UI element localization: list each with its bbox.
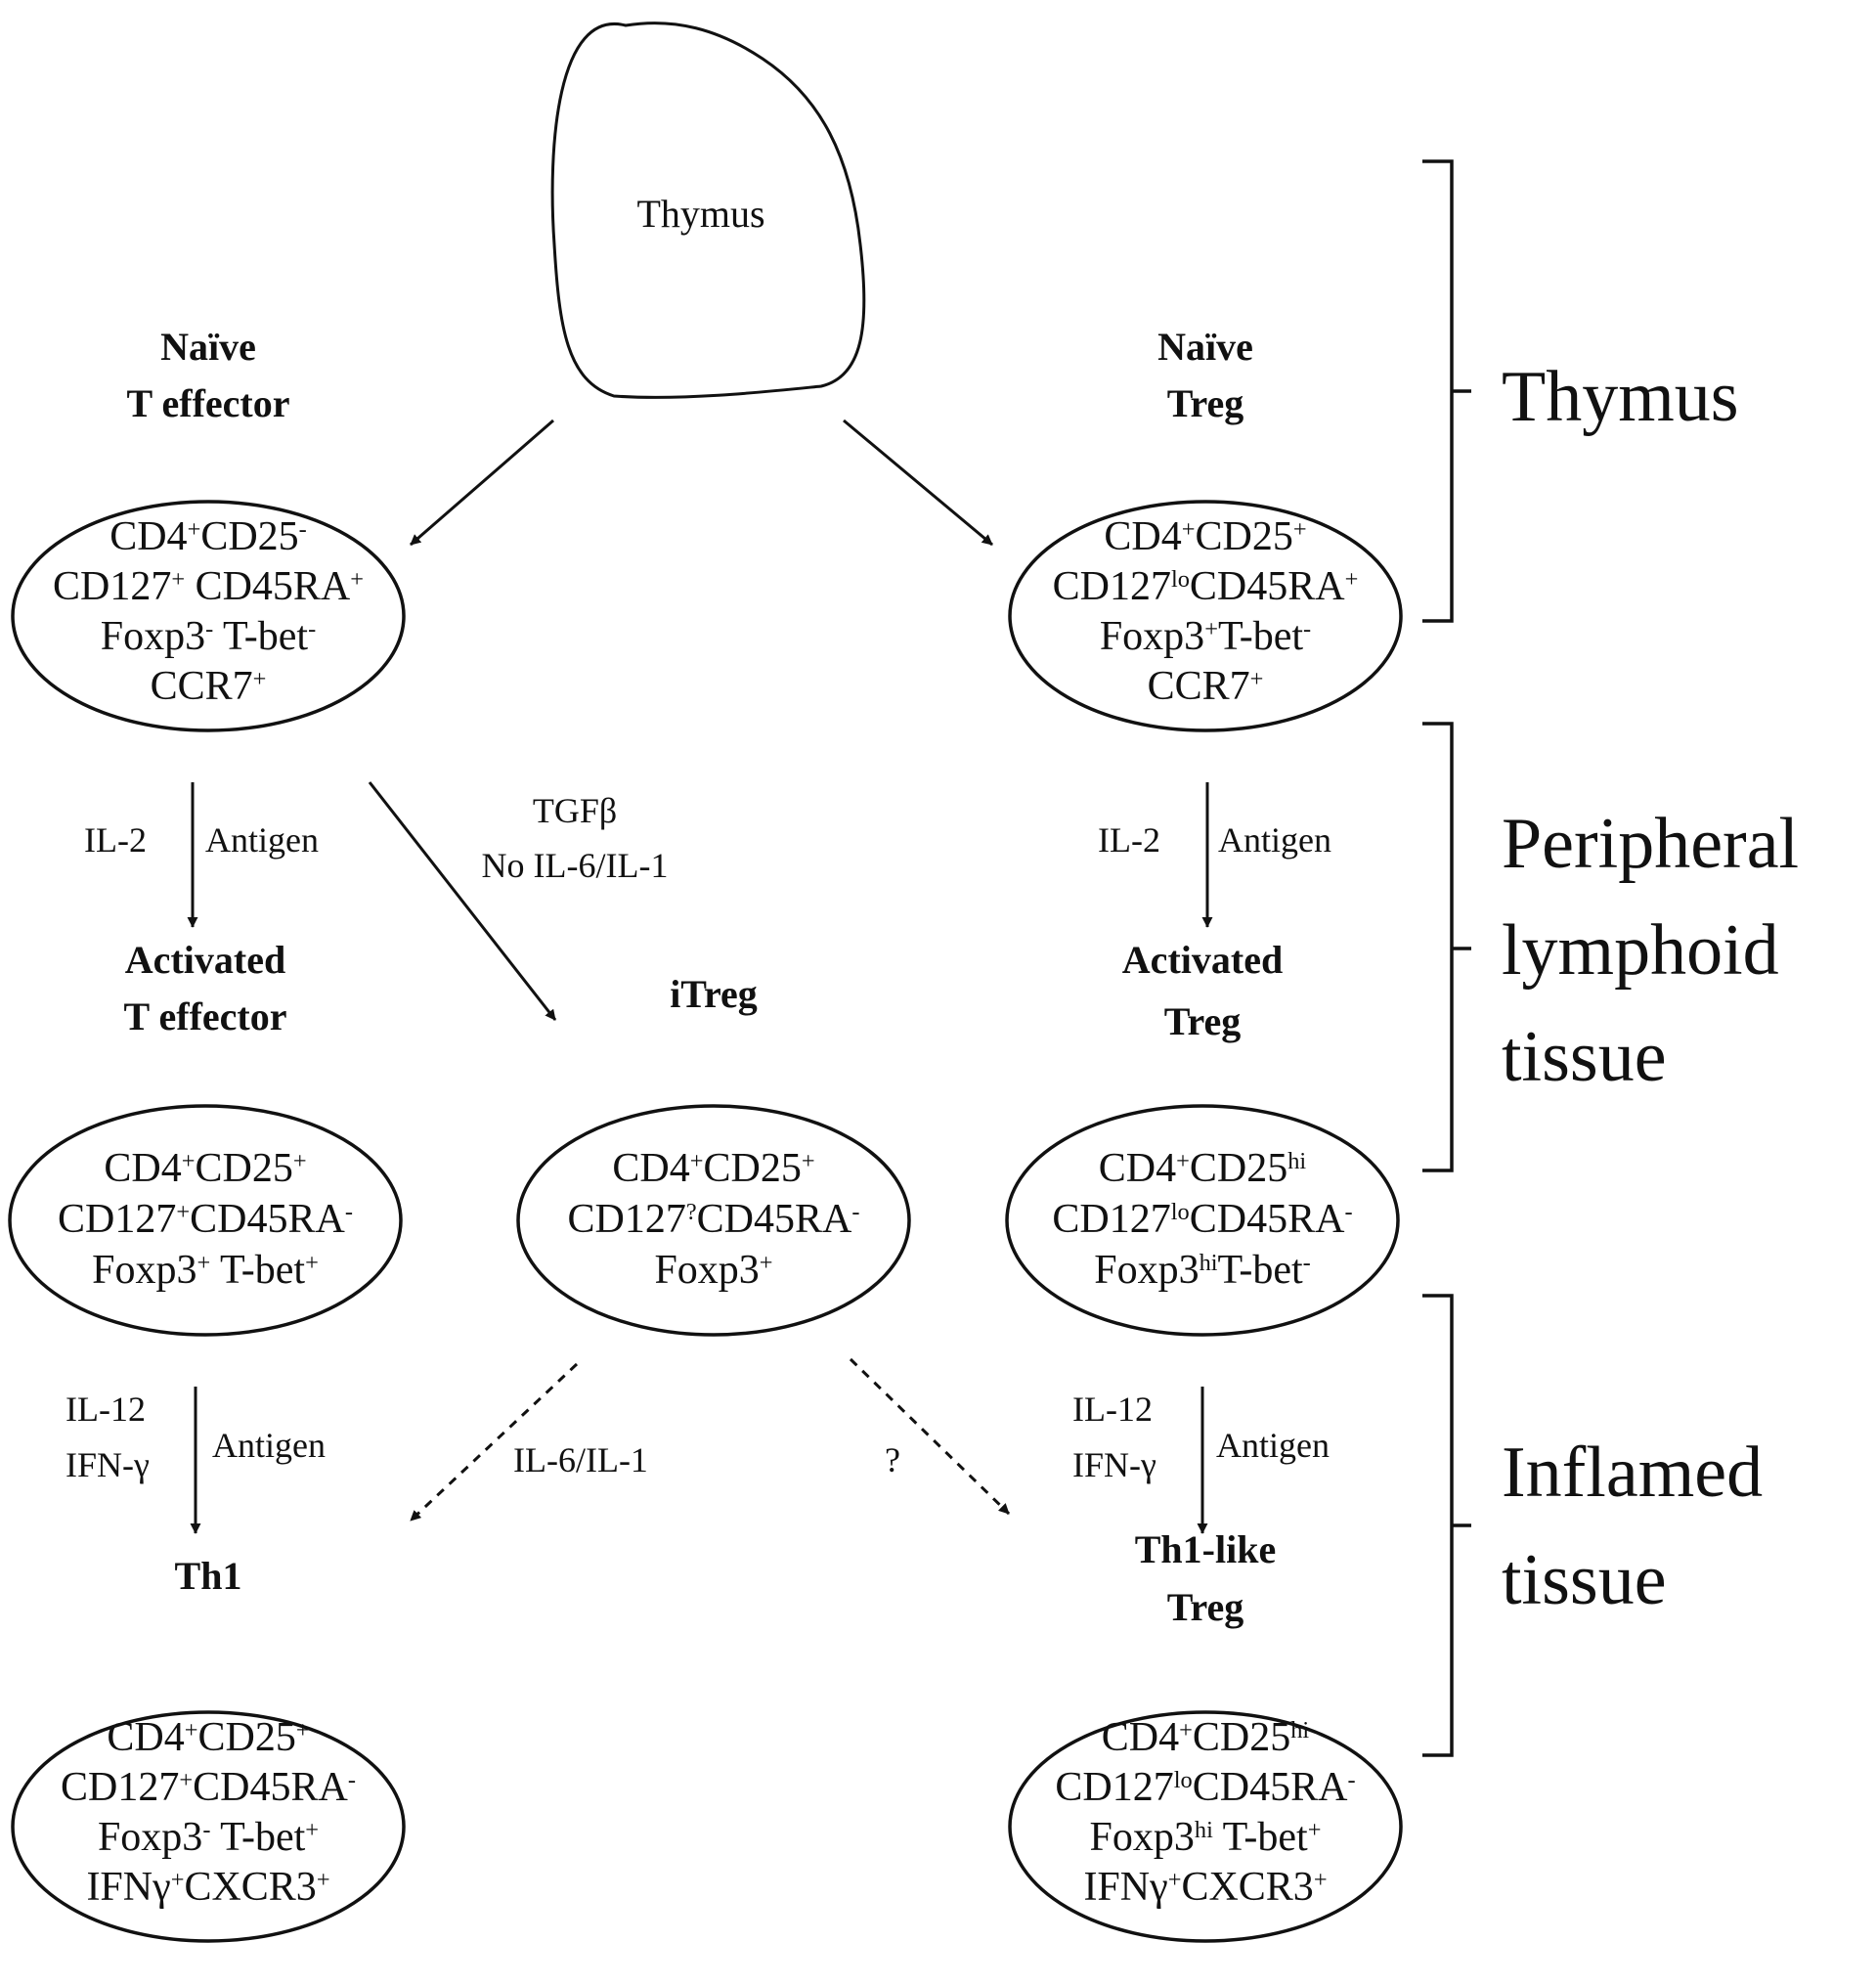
node-marker-line-naive-teff: CCR7+	[151, 664, 267, 709]
node-title-naive-treg: Naïve	[1157, 325, 1253, 369]
node-ellipse-itreg	[516, 1104, 911, 1337]
label-teff-activation-il2: IL-2	[84, 820, 147, 860]
arrow-thymus-to-naive-teff	[410, 419, 554, 547]
label-th1-antigen: Antigen	[212, 1426, 326, 1465]
brace-peripheral	[1422, 722, 1471, 1172]
node-marker-line-itreg: Foxp3+	[654, 1248, 772, 1293]
label-th1like-antigen: Antigen	[1216, 1426, 1330, 1465]
node-marker-line-th1-like-treg: CD4+CD25hi	[1102, 1715, 1310, 1760]
label-itreg-to-th1: IL-6/IL-1	[513, 1440, 648, 1479]
node-marker-line-th1-like-treg: IFNγ+CXCR3+	[1083, 1865, 1327, 1910]
node-title-activated-treg: Treg	[1164, 999, 1242, 1043]
node-marker-line-th1: Foxp3- T-bet+	[98, 1815, 319, 1860]
node-marker-line-naive-treg: CD4+CD25+	[1104, 514, 1306, 559]
node-marker-line-activated-teff: CD4+CD25+	[104, 1146, 306, 1191]
node-marker-line-itreg: CD4+CD25+	[612, 1146, 814, 1191]
node-marker-line-th1-like-treg: CD127loCD45RA-	[1055, 1765, 1355, 1810]
label-th1-ifng: IFN-γ	[65, 1445, 150, 1484]
region-label-inflamed: Inflamed tissue	[1502, 1433, 1781, 1620]
node-marker-line-naive-teff: CD127+ CD45RA+	[53, 564, 364, 609]
label-treg-activation-il2: IL-2	[1098, 820, 1160, 860]
node-marker-line-naive-teff: Foxp3- T-bet-	[101, 614, 316, 659]
node-title-activated-treg: Activated	[1122, 938, 1283, 982]
node-ellipse-activated-treg	[1005, 1104, 1400, 1337]
node-marker-line-activated-treg: CD4+CD25hi	[1099, 1146, 1307, 1191]
node-title-th1-like-treg: Th1-like	[1135, 1527, 1276, 1571]
label-itreg-induction-no-il6: No IL-6/IL-1	[482, 846, 669, 885]
dashed-arrow-itreg-to-th1	[409, 1362, 579, 1523]
region-label-thymus: Thymus	[1502, 357, 1739, 437]
thymus-organ-label: Thymus	[636, 192, 764, 236]
thymus-organ-shape	[550, 22, 866, 399]
node-title-th1-like-treg: Treg	[1167, 1585, 1244, 1629]
label-teff-activation-antigen: Antigen	[205, 820, 319, 860]
node-ellipse-activated-teff	[8, 1104, 403, 1337]
label-treg-activation-antigen: Antigen	[1218, 820, 1331, 860]
node-marker-line-activated-teff: Foxp3+ T-bet+	[92, 1248, 319, 1293]
node-title-naive-teff: T effector	[127, 381, 290, 425]
node-marker-line-th1-like-treg: Foxp3hi T-bet+	[1090, 1815, 1322, 1860]
node-title-th1: Th1	[175, 1554, 242, 1598]
region-label-peripheral: Peripheral lymphoid tissue	[1502, 804, 1817, 1097]
node-marker-line-activated-teff: CD127+CD45RA-	[58, 1197, 353, 1242]
label-itreg-to-th1like-question: ?	[885, 1440, 900, 1479]
node-marker-line-th1: CD4+CD25+	[107, 1715, 309, 1760]
node-marker-line-naive-treg: CD127loCD45RA+	[1053, 564, 1359, 609]
label-itreg-induction-tgfb: TGFβ	[533, 791, 617, 830]
node-title-naive-teff: Naïve	[160, 325, 256, 369]
brace-inflamed	[1422, 1294, 1471, 1757]
brace-thymus	[1422, 159, 1471, 623]
node-marker-line-activated-treg: CD127loCD45RA-	[1052, 1197, 1352, 1242]
label-th1like-il12: IL-12	[1072, 1390, 1153, 1429]
node-marker-line-naive-teff: CD4+CD25-	[109, 514, 307, 559]
node-marker-line-activated-treg: Foxp3hiT-bet-	[1094, 1248, 1311, 1293]
node-ellipse-th1-like-treg	[1008, 1710, 1403, 1943]
node-title-activated-teff: T effector	[124, 994, 287, 1038]
node-marker-line-th1: IFNγ+CXCR3+	[86, 1865, 329, 1910]
node-marker-line-th1: CD127+CD45RA-	[61, 1765, 356, 1810]
node-ellipse-th1	[11, 1710, 406, 1943]
node-marker-line-itreg: CD127?CD45RA-	[568, 1197, 860, 1242]
arrow-thymus-to-naive-treg	[843, 419, 993, 547]
node-title-naive-treg: Treg	[1167, 381, 1244, 425]
node-marker-line-naive-treg: CCR7+	[1148, 664, 1264, 709]
label-th1like-ifng: IFN-γ	[1072, 1445, 1156, 1484]
arrow-naive-teff-to-itreg	[368, 781, 557, 1021]
node-title-itreg: iTreg	[670, 972, 758, 1016]
dashed-arrow-itreg-to-th1like-treg	[849, 1357, 1011, 1516]
label-th1-il12: IL-12	[65, 1390, 146, 1429]
node-marker-line-naive-treg: Foxp3+T-bet-	[1100, 614, 1311, 659]
node-ellipse-naive-treg	[1008, 500, 1403, 732]
node-title-activated-teff: Activated	[125, 938, 285, 982]
node-ellipse-naive-teff	[11, 500, 406, 732]
